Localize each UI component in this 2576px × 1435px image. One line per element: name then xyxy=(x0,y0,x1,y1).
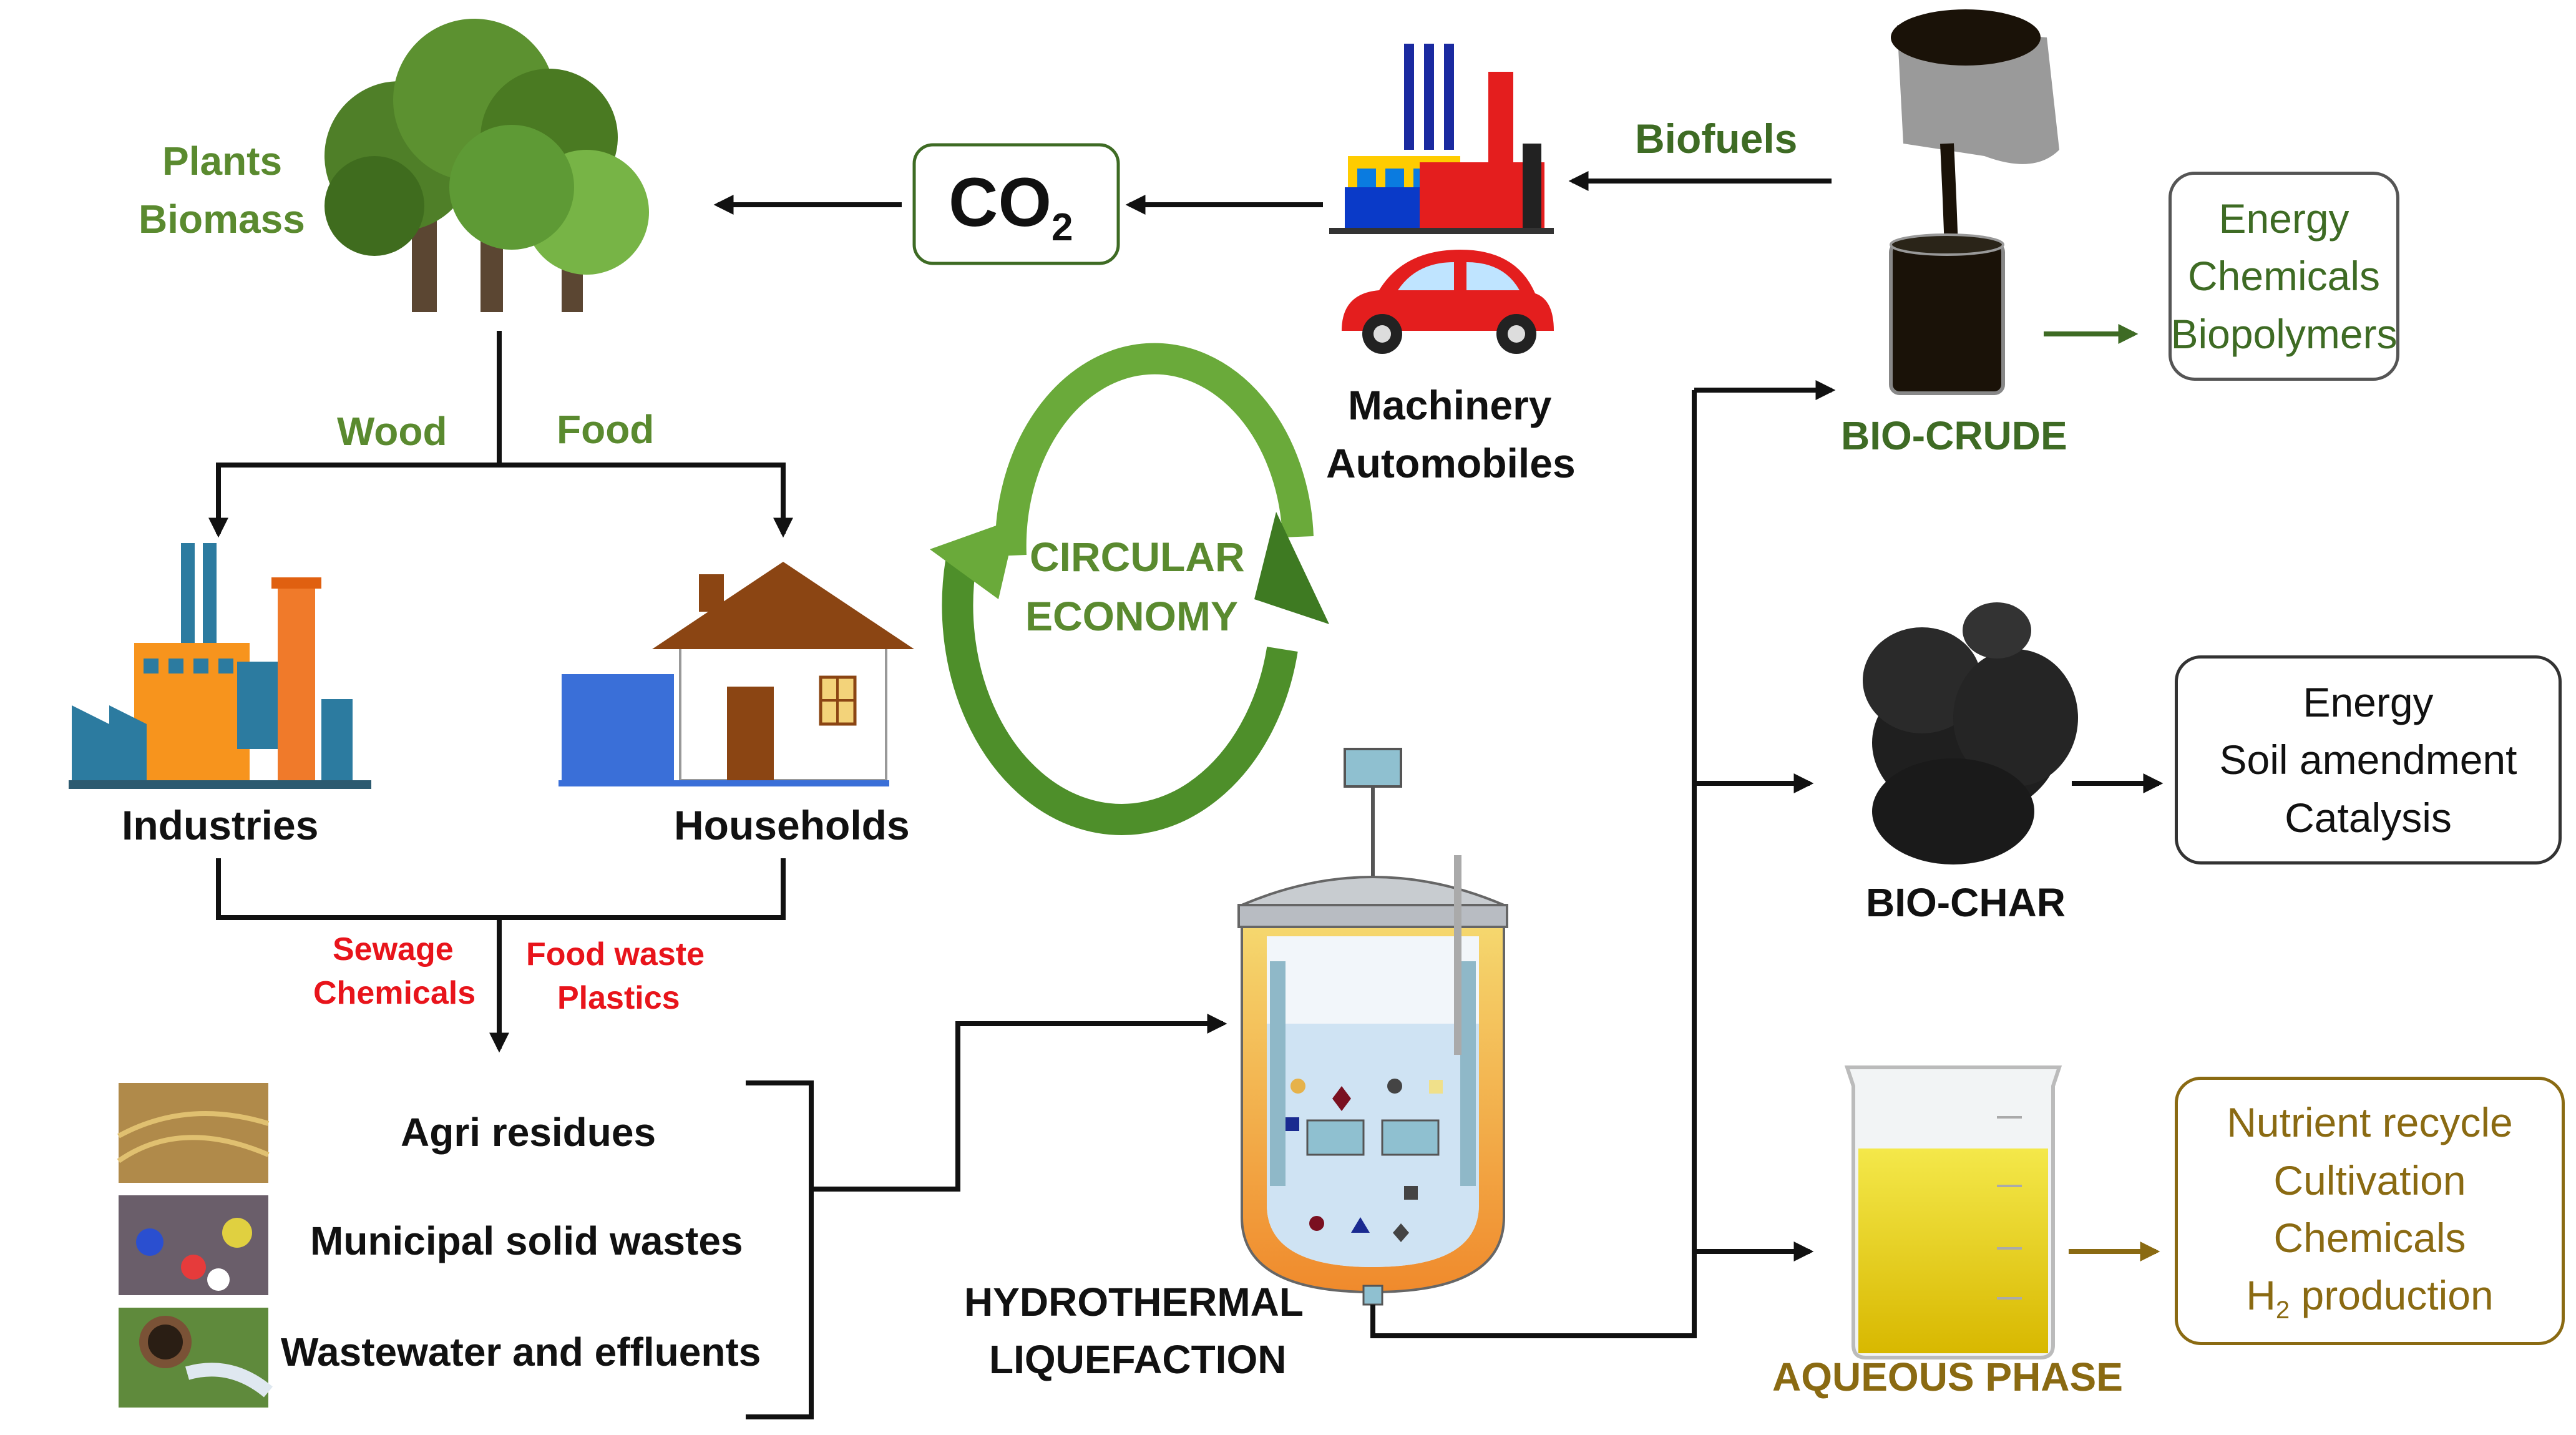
aqueous-product-nutrient: Nutrient recycle xyxy=(2227,1099,2513,1146)
wastewater-photo xyxy=(119,1308,268,1408)
reactor-icon xyxy=(1237,748,1508,1306)
tree-icon xyxy=(324,19,649,312)
arrow-wastes-to-reactor xyxy=(811,1014,1227,1192)
aqueous-phase-label: AQUEOUS PHASE xyxy=(1772,1354,2123,1399)
car-icon xyxy=(1342,250,1554,354)
industry-icon xyxy=(69,543,371,789)
biochar-products-box: Energy Soil amendment Catalysis xyxy=(2175,655,2562,864)
factory-icon xyxy=(1329,44,1554,234)
htl-label-line1: HYDROTHERMAL xyxy=(964,1280,1304,1325)
biocrude-label: BIO-CRUDE xyxy=(1841,413,2067,458)
plastics-label: Plastics xyxy=(557,980,680,1016)
arrow-to-households xyxy=(499,463,793,538)
aqueous-product-h2: H2 production xyxy=(2246,1272,2494,1325)
sewage-label: Sewage xyxy=(333,931,454,967)
line-industries-households-join xyxy=(216,858,786,920)
biocrude-products-box: Energy Chemicals Biopolymers xyxy=(2169,172,2399,381)
waste-bracket xyxy=(746,1080,814,1419)
food-waste-label: Food waste xyxy=(526,936,705,972)
plants-label: Plants xyxy=(162,139,283,184)
biochar-product-energy: Energy xyxy=(2303,678,2434,725)
aqueous-products-box: Nutrient recycle Cultivation Chemicals H… xyxy=(2175,1077,2565,1345)
arrow-to-industries xyxy=(208,463,783,538)
circular-economy-icon xyxy=(930,343,1329,836)
crude-pour-icon xyxy=(1889,9,2059,395)
agri-residues-photo xyxy=(119,1083,268,1183)
biochar-pile-icon xyxy=(1863,602,2078,864)
biochar-label: BIO-CHAR xyxy=(1866,880,2066,925)
biocrude-product-chemicals: Chemicals xyxy=(2187,253,2381,300)
co2-label: CO2 xyxy=(949,164,1073,249)
automobiles-label: Automobiles xyxy=(1326,440,1576,486)
aqueous-product-cultivation: Cultivation xyxy=(2273,1157,2466,1203)
biocrude-product-energy: Energy xyxy=(2218,195,2349,242)
industries-label: Industries xyxy=(122,802,319,848)
economy-label: ECONOMY xyxy=(1025,593,1239,639)
circular-label: CIRCULAR xyxy=(1030,534,1245,580)
agri-residues-label: Agri residues xyxy=(401,1110,656,1155)
biomass-label: Biomass xyxy=(139,197,305,242)
wastewater-label: Wastewater and effluents xyxy=(281,1330,761,1374)
co2-box xyxy=(912,143,1120,265)
biofuels-label: Biofuels xyxy=(1635,115,1798,162)
chemicals-label: Chemicals xyxy=(313,975,476,1011)
htl-label-line2: LIQUEFACTION xyxy=(989,1337,1287,1382)
beaker-icon xyxy=(1844,1065,2062,1359)
house-icon xyxy=(559,562,914,786)
food-label: Food xyxy=(557,407,655,452)
households-label: Households xyxy=(674,802,910,848)
aqueous-product-chemicals: Chemicals xyxy=(2273,1215,2466,1261)
biochar-product-soil: Soil amendment xyxy=(2219,737,2517,783)
line-reactor-out xyxy=(1370,390,1697,1338)
municipal-solid-wastes-label: Municipal solid wastes xyxy=(310,1218,743,1263)
machinery-label: Machinery xyxy=(1348,382,1552,428)
biochar-product-catalysis: Catalysis xyxy=(2285,794,2452,841)
wood-label: Wood xyxy=(337,409,447,454)
biocrude-product-biopolymers: Biopolymers xyxy=(2170,310,2398,357)
